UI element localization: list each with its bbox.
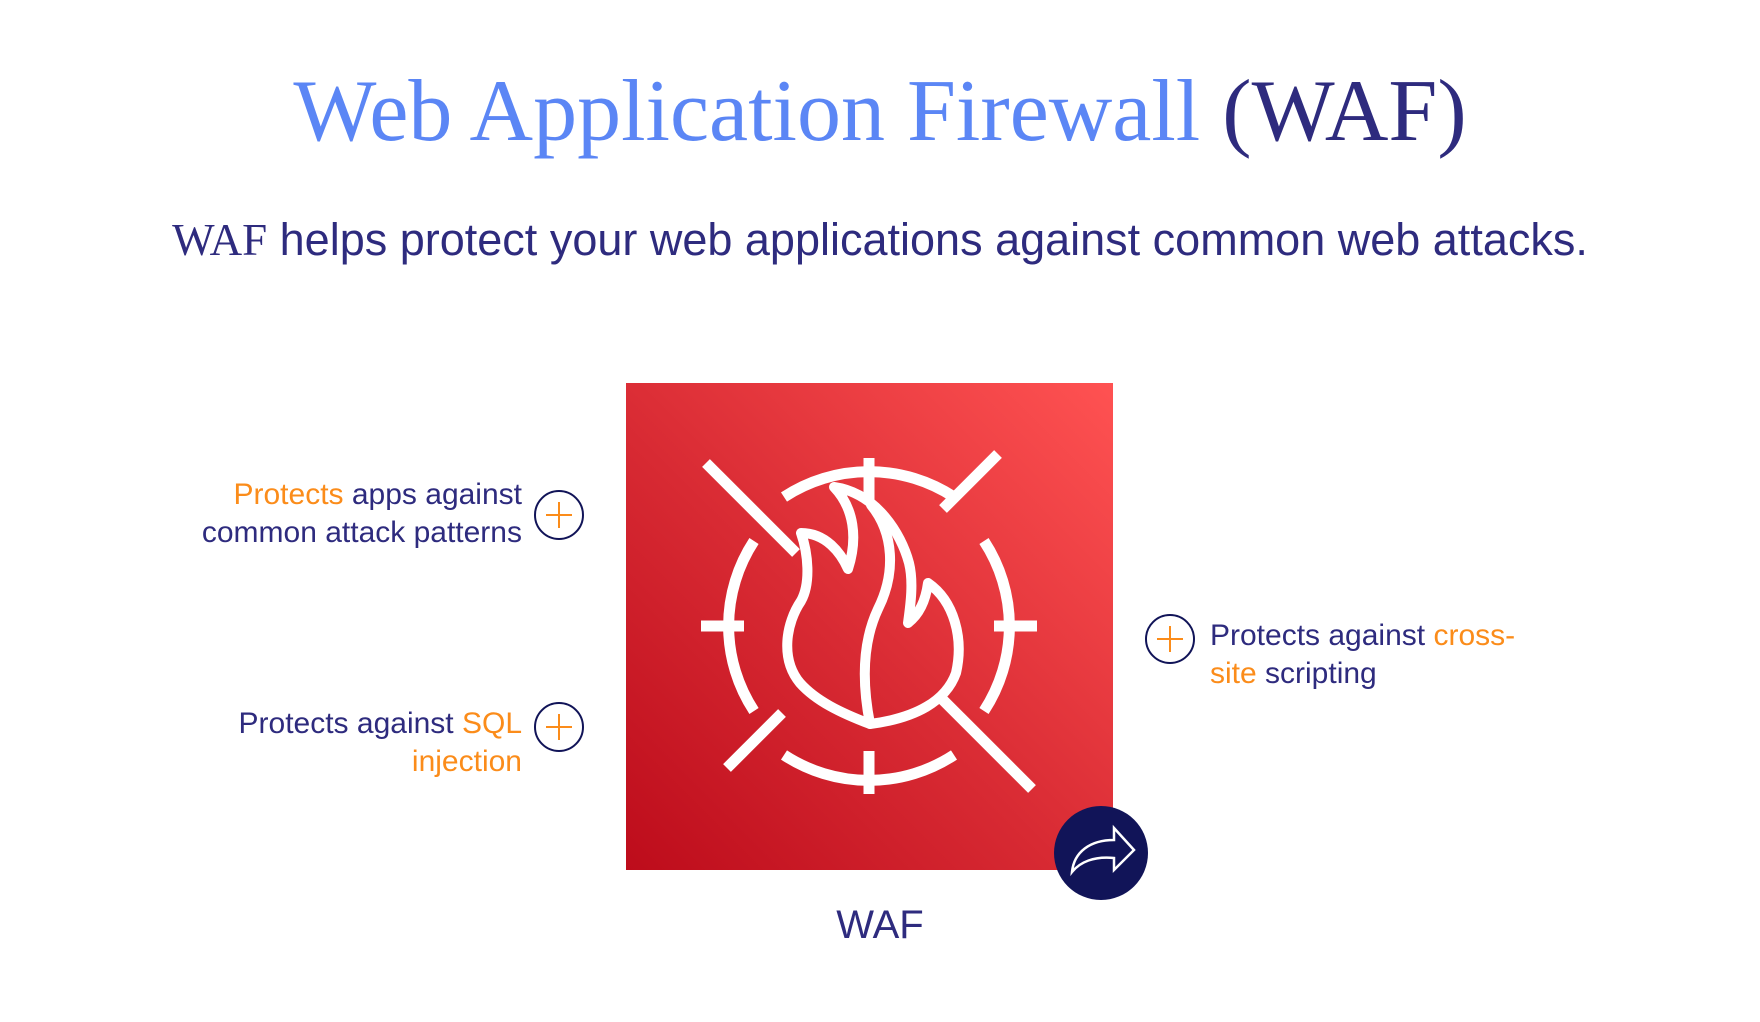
subtitle-text: helps protect your web applications agai…	[267, 214, 1588, 265]
feature-highlight: cross-	[1433, 619, 1516, 652]
page-title: Web Application Firewall (WAF)	[0, 62, 1760, 162]
subtitle-abbreviation: WAF	[172, 215, 268, 265]
title-abbreviation: (WAF)	[1222, 63, 1467, 160]
waf-service-icon	[626, 383, 1113, 870]
feature-text: Protects against	[238, 707, 462, 740]
feature-sql-injection: Protects against SQL injection	[150, 705, 522, 781]
share-button[interactable]	[1054, 806, 1148, 900]
feature-text: apps against	[343, 478, 522, 511]
share-arrow-icon	[1070, 824, 1136, 877]
feature-text: scripting	[1256, 657, 1377, 690]
plus-icon[interactable]	[534, 702, 584, 752]
waf-fire-target-icon	[701, 450, 1037, 794]
feature-common-attacks: Protects apps against common attack patt…	[150, 476, 522, 552]
feature-cross-site-scripting: Protects against cross- site scripting	[1210, 617, 1515, 693]
feature-highlight: site	[1210, 657, 1257, 690]
plus-icon[interactable]	[1145, 614, 1195, 664]
feature-highlight: injection	[411, 745, 522, 778]
page-subtitle: WAF helps protect your web applications …	[0, 212, 1760, 268]
service-label: WAF	[836, 903, 924, 947]
title-main: Web Application Firewall	[293, 63, 1201, 160]
feature-text: common attack patterns	[201, 516, 522, 549]
plus-icon[interactable]	[534, 490, 584, 540]
feature-highlight: SQL	[461, 707, 522, 740]
feature-text: Protects against	[1210, 619, 1434, 652]
feature-highlight: Protects	[233, 478, 344, 511]
